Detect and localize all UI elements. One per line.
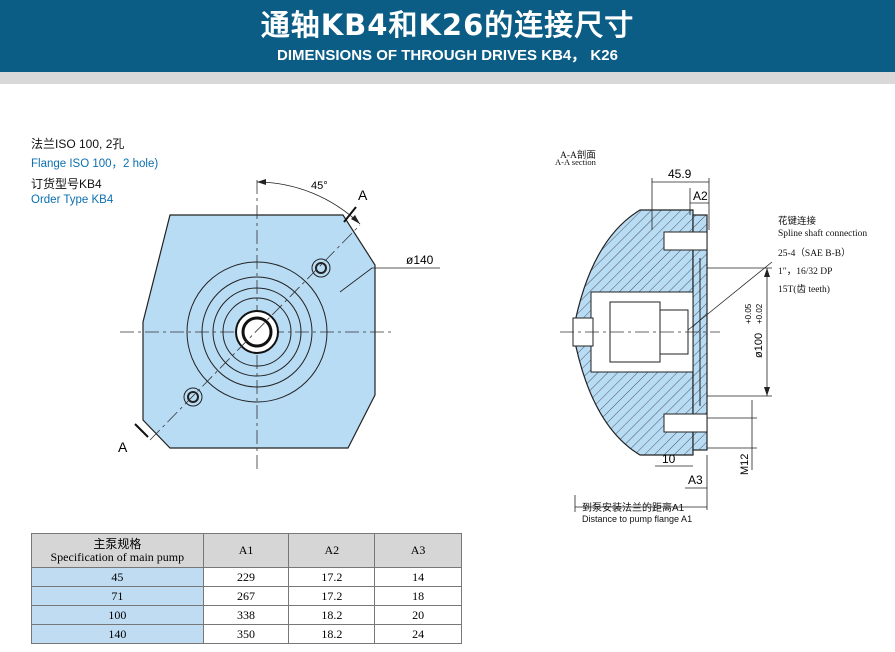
section-mark-top: A <box>358 187 368 203</box>
header-divider <box>0 72 895 84</box>
table-row: 100 338 18.2 20 <box>31 605 462 625</box>
section-title-en: A-A section <box>555 157 596 167</box>
angle-label: 45° <box>311 180 328 192</box>
cell-a3: 18 <box>374 586 462 606</box>
dim-45-9: 45.9 <box>668 167 692 181</box>
section-a-a-view <box>560 178 773 512</box>
section-title-cn: A-A剖面 <box>560 151 596 161</box>
header-a2: A2 <box>288 533 376 568</box>
page-subtitle: DIMENSIONS OF THROUGH DRIVES KB4， K26 <box>277 47 618 64</box>
diameter-label: ø140 <box>406 253 434 267</box>
header-spec: 主泵规格 Specification of main pump <box>31 533 204 568</box>
cell-a1: 229 <box>202 567 290 587</box>
cell-size: 71 <box>31 586 204 606</box>
section-mark-bottom: A <box>118 439 128 455</box>
cell-a3: 24 <box>374 624 462 644</box>
cell-a1: 350 <box>202 624 290 644</box>
tolerance-upper: +0.05 <box>744 303 753 324</box>
flange-label-en: Flange ISO 100，2 hole) <box>31 158 159 170</box>
header-a1: A1 <box>202 533 290 568</box>
distance-label-cn: 到泵安装法兰的距离A1 <box>582 503 685 514</box>
cell-a3: 14 <box>374 567 462 587</box>
spline-spec-3: 15T(齿 teeth) <box>778 285 830 295</box>
table-row: 45 229 17.2 14 <box>31 567 462 587</box>
order-label-en: Order Type KB4 <box>31 194 114 206</box>
cell-size: 140 <box>31 624 204 644</box>
distance-label-en: Distance to pump flange A1 <box>582 514 693 524</box>
dim-m12: M12 <box>739 454 751 475</box>
spline-spec-1: 25-4（SAE B-B） <box>778 249 851 259</box>
cell-a2: 18.2 <box>288 624 376 644</box>
table-header-row: 主泵规格 Specification of main pump A1 A2 A3 <box>31 533 462 568</box>
header-spec-en: Specification of main pump <box>50 549 185 564</box>
flange-front-view <box>120 179 440 470</box>
header-spec-cn: 主泵规格 <box>93 536 142 551</box>
spec-table: 主泵规格 Specification of main pump A1 A2 A3… <box>31 533 462 644</box>
spline-spec-2: 1″，16/32 DP <box>778 267 833 277</box>
dim-a3: A3 <box>688 473 703 487</box>
page-title: 通轴KB4和K26的连接尺寸 <box>260 8 635 42</box>
tolerance-lower: +0.02 <box>755 303 764 324</box>
cell-a2: 17.2 <box>288 567 376 587</box>
cell-a1: 267 <box>202 586 290 606</box>
flange-label-cn: 法兰ISO 100, 2孔 <box>31 137 125 151</box>
cell-a2: 18.2 <box>288 605 376 625</box>
header-a3: A3 <box>374 533 462 568</box>
cell-a3: 20 <box>374 605 462 625</box>
cell-a1: 338 <box>202 605 290 625</box>
cell-size: 45 <box>31 567 204 587</box>
dim-10: 10 <box>662 452 676 466</box>
cell-size: 100 <box>31 605 204 625</box>
spline-label-cn: 花键连接 <box>778 217 817 227</box>
dim-dia-100: ø100 <box>753 333 765 358</box>
header-banner: 通轴KB4和K26的连接尺寸 DIMENSIONS OF THROUGH DRI… <box>0 0 895 72</box>
spline-label-en: Spline shaft connection <box>778 229 868 239</box>
dim-a2: A2 <box>693 189 708 203</box>
order-label-cn: 订货型号KB4 <box>31 177 102 191</box>
table-row: 71 267 17.2 18 <box>31 586 462 606</box>
cell-a2: 17.2 <box>288 586 376 606</box>
table-row: 140 350 18.2 24 <box>31 624 462 644</box>
